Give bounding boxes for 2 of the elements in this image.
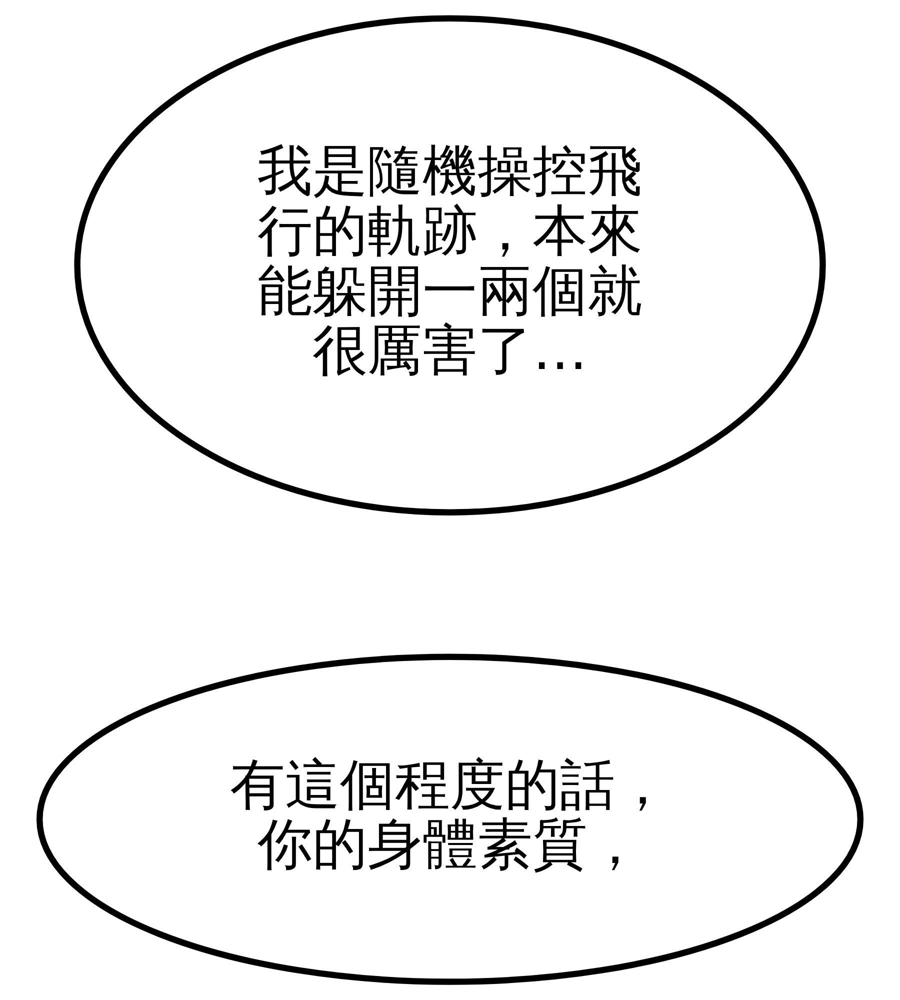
node-ellipse: 我是隨機操控飛行的軌跡，本來能躲開一兩個就很厲害了…: [74, 15, 826, 516]
node-ellipse: 有這個程度的話，你的身體素質，: [36, 654, 864, 985]
